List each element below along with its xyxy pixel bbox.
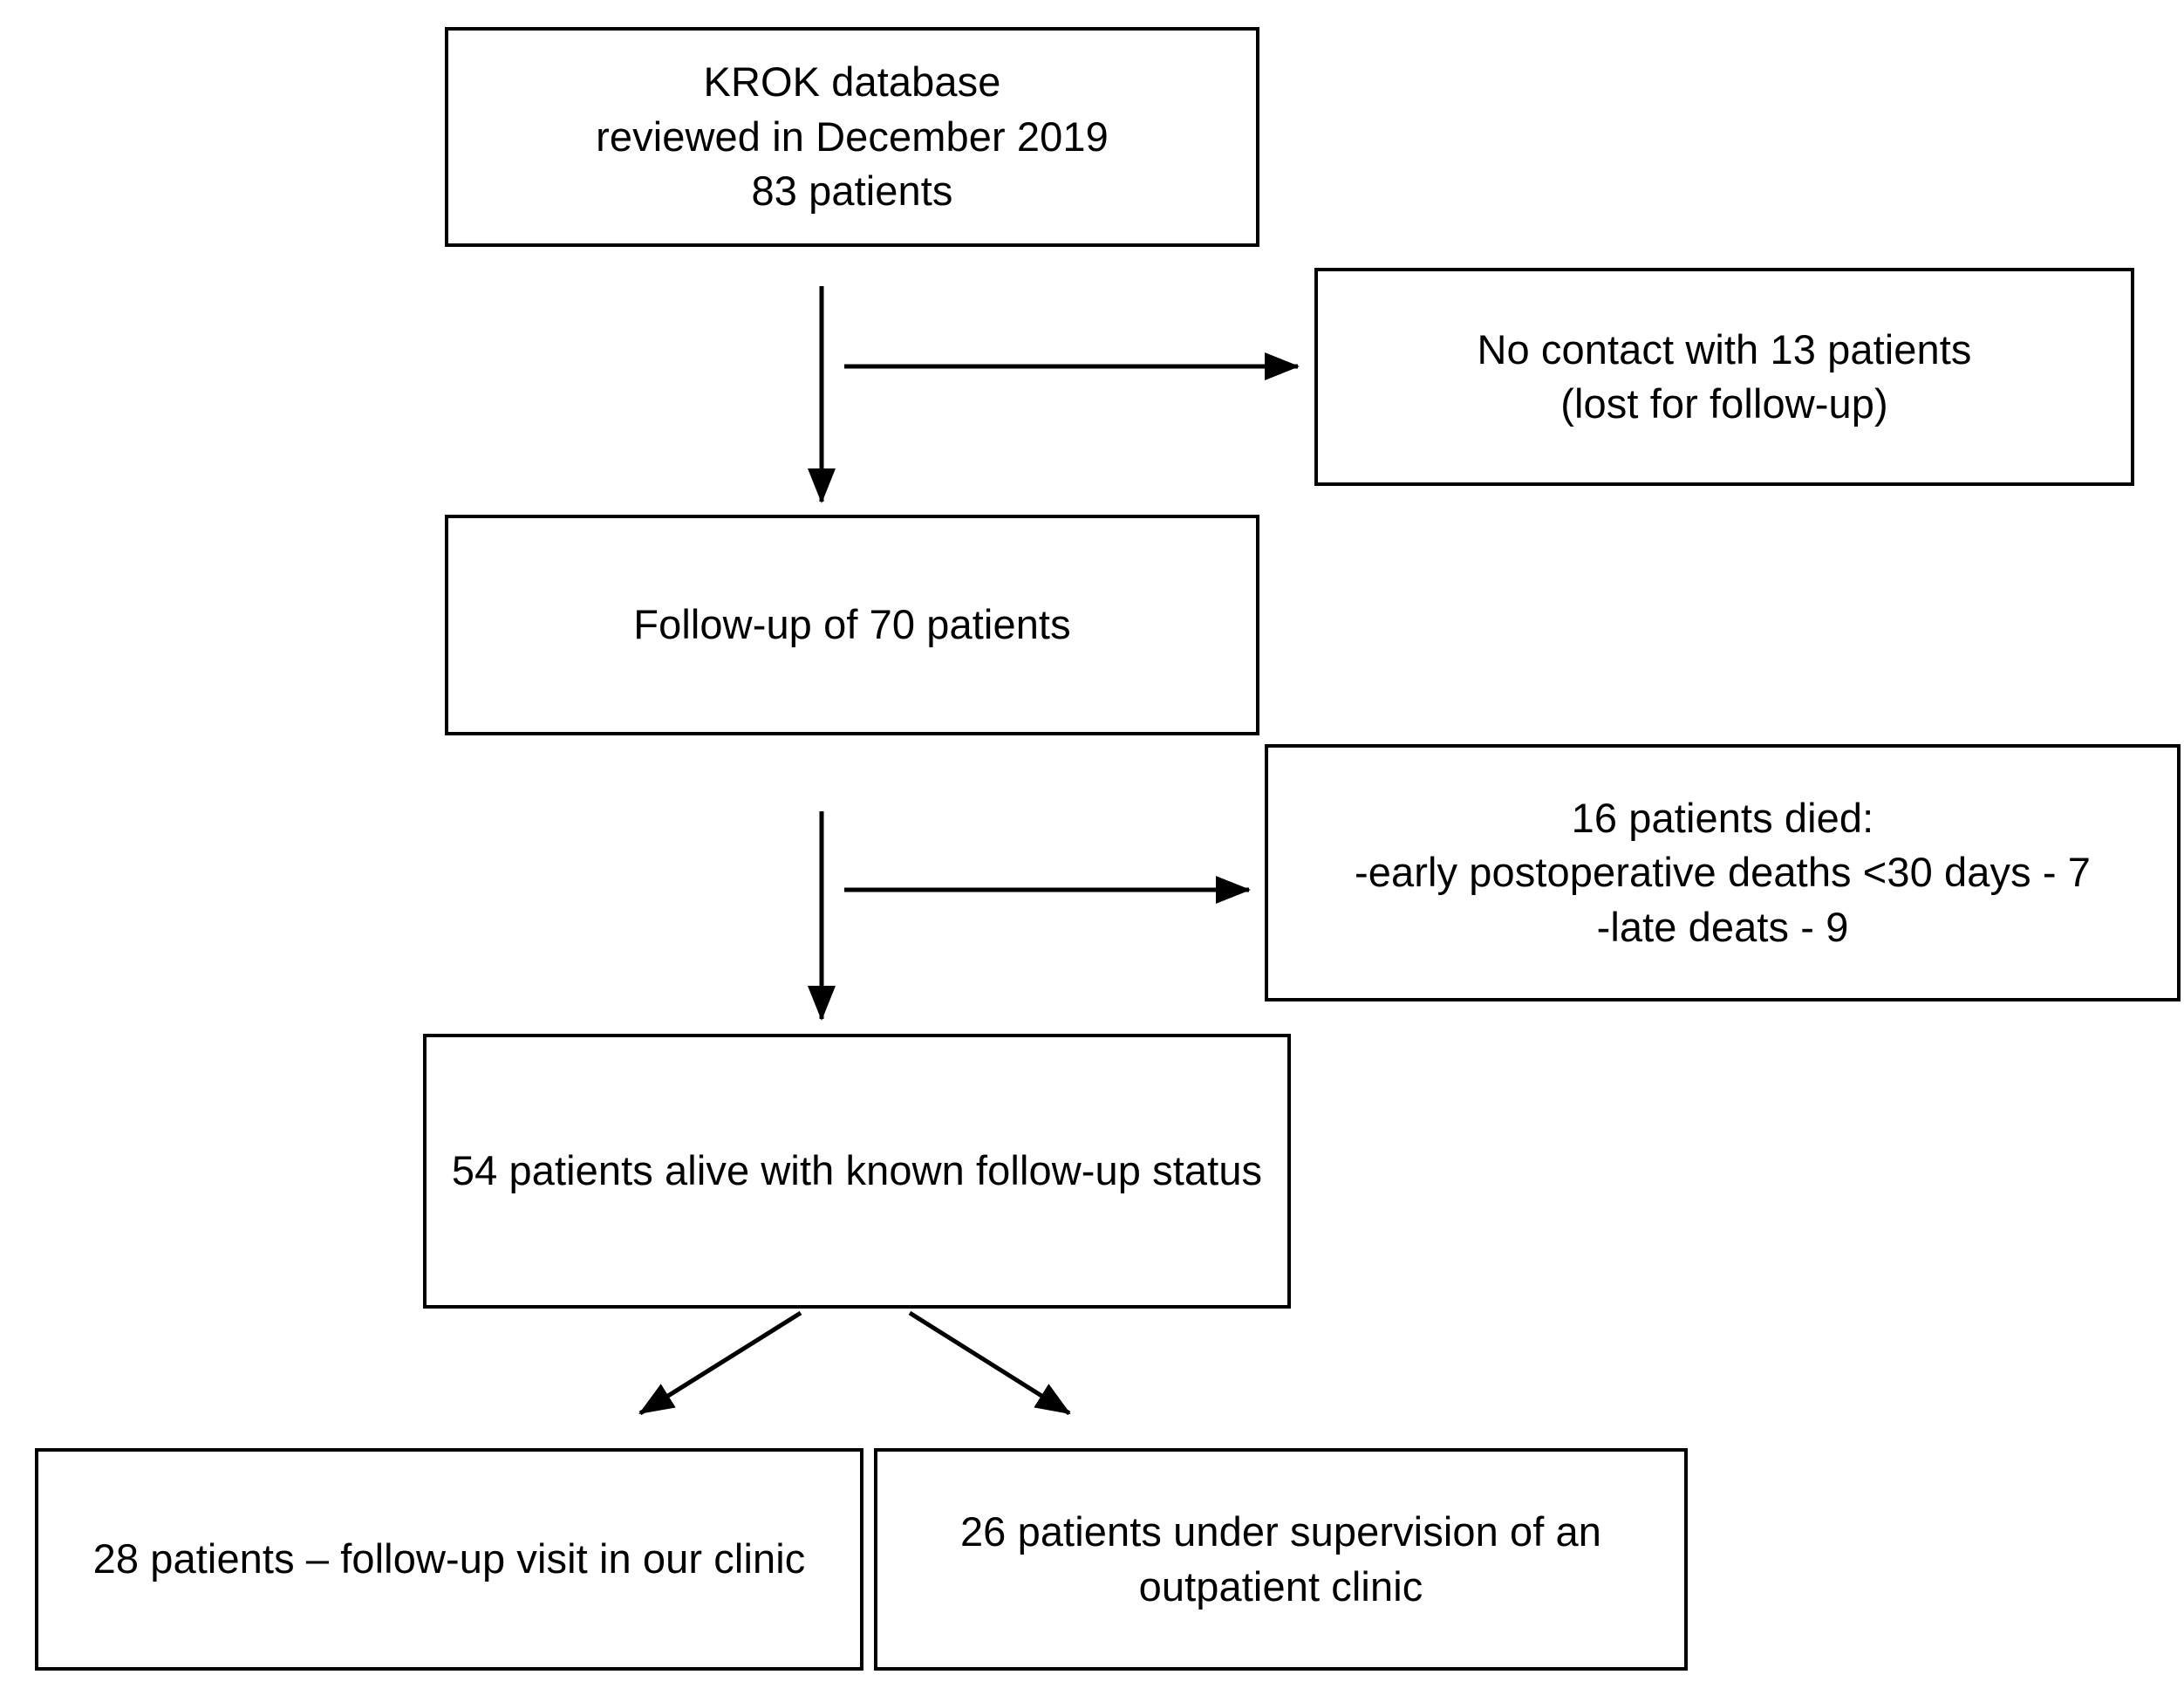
node-outpatient-clinic: 26 patients under supervision of an outp… [874,1448,1688,1671]
node-follow-up-label: Follow-up of 70 patients [633,601,1071,648]
node-patients-died-label: 16 patients died: -early postoperative d… [1355,794,2091,950]
node-outpatient-clinic-label: 26 patients under supervision of an outp… [959,1508,1602,1610]
node-our-clinic: 28 patients – follow-up visit in our cli… [35,1448,863,1671]
node-krok-database: KROK database reviewed in December 2019 … [445,27,1259,247]
node-our-clinic-label: 28 patients – follow-up visit in our cli… [92,1535,806,1582]
edge-alive-to-outpatient-clinic [908,1310,1071,1416]
node-no-contact-label: No contact with 13 patients (lost for fo… [1477,325,1972,427]
node-krok-database-label: KROK database reviewed in December 2019 … [596,58,1109,215]
node-patients-died: 16 patients died: -early postoperative d… [1265,744,2181,1001]
edge-alive-to-our-clinic [638,1310,802,1416]
node-follow-up: Follow-up of 70 patients [445,515,1259,735]
node-patients-alive-label: 54 patients alive with known follow-up s… [451,1147,1263,1194]
node-no-contact: No contact with 13 patients (lost for fo… [1314,268,2134,486]
node-patients-alive: 54 patients alive with known follow-up s… [423,1034,1291,1309]
